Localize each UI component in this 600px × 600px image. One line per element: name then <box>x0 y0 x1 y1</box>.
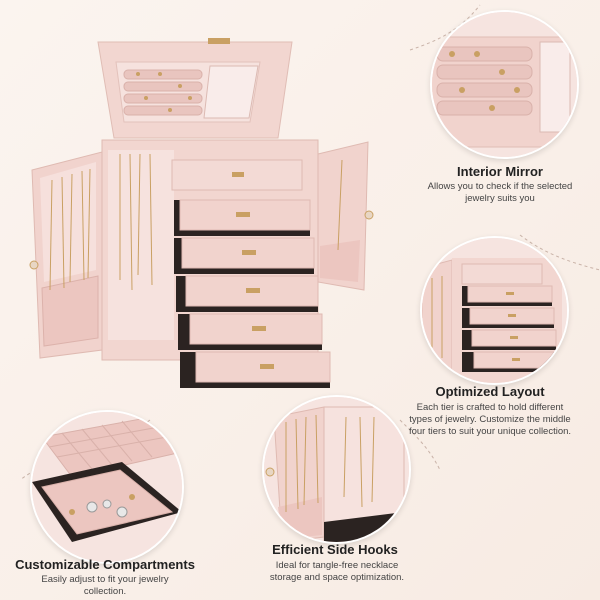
hooks-title: Efficient Side Hooks <box>272 542 398 557</box>
mirror-description: Allows you to check if the selected jewe… <box>427 181 573 204</box>
mirror-title: Interior Mirror <box>457 164 543 179</box>
layout-description: Each tier is crafted to hold different t… <box>408 402 572 437</box>
jewelry-box-main-image <box>29 38 374 388</box>
hooks-description: Ideal for tangle-free necklace storage a… <box>269 560 405 583</box>
layout-title: Optimized Layout <box>435 384 545 399</box>
compartments-title: Customizable Compartments <box>15 557 195 572</box>
optimized-layout-closeup <box>420 236 569 385</box>
compartments-description: Easily adjust to fit your jewelry collec… <box>41 574 169 597</box>
customizable-compartments-closeup <box>30 410 184 564</box>
interior-mirror-closeup <box>430 10 579 159</box>
side-hooks-closeup <box>262 395 411 544</box>
